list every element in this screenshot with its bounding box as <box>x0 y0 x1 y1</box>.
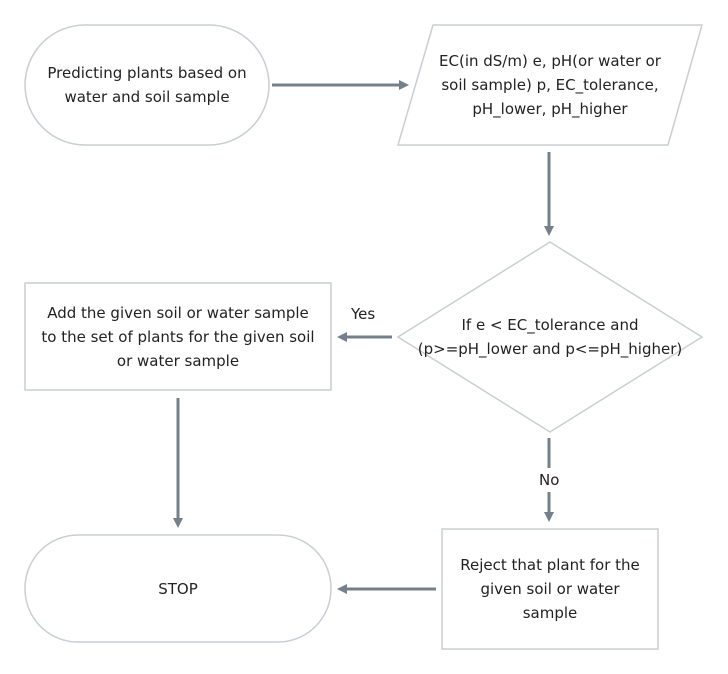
decision-diamond-shape <box>396 241 704 433</box>
yes-edge-label: Yes <box>351 305 376 323</box>
start-terminal-shape <box>24 24 270 146</box>
add-node-label: Add the given soil or water sample to th… <box>41 303 315 370</box>
reject-node-label: Reject that plant for the given soil or … <box>460 556 640 622</box>
input-parallelogram-shape <box>397 24 703 146</box>
decision-node-label: If e < EC_tolerance and (p>=pH_lower and… <box>417 316 683 358</box>
start-node-label: Predicting plants based on water and soi… <box>47 64 247 106</box>
stop-node-label: STOP <box>158 579 198 598</box>
reject-process-shape <box>441 528 659 650</box>
add-process-shape <box>24 282 332 391</box>
input-node-label: EC(in dS/m) e, pH(or water or soil sampl… <box>439 52 661 118</box>
stop-terminal-shape <box>24 534 332 643</box>
no-edge-label: No <box>539 471 560 489</box>
